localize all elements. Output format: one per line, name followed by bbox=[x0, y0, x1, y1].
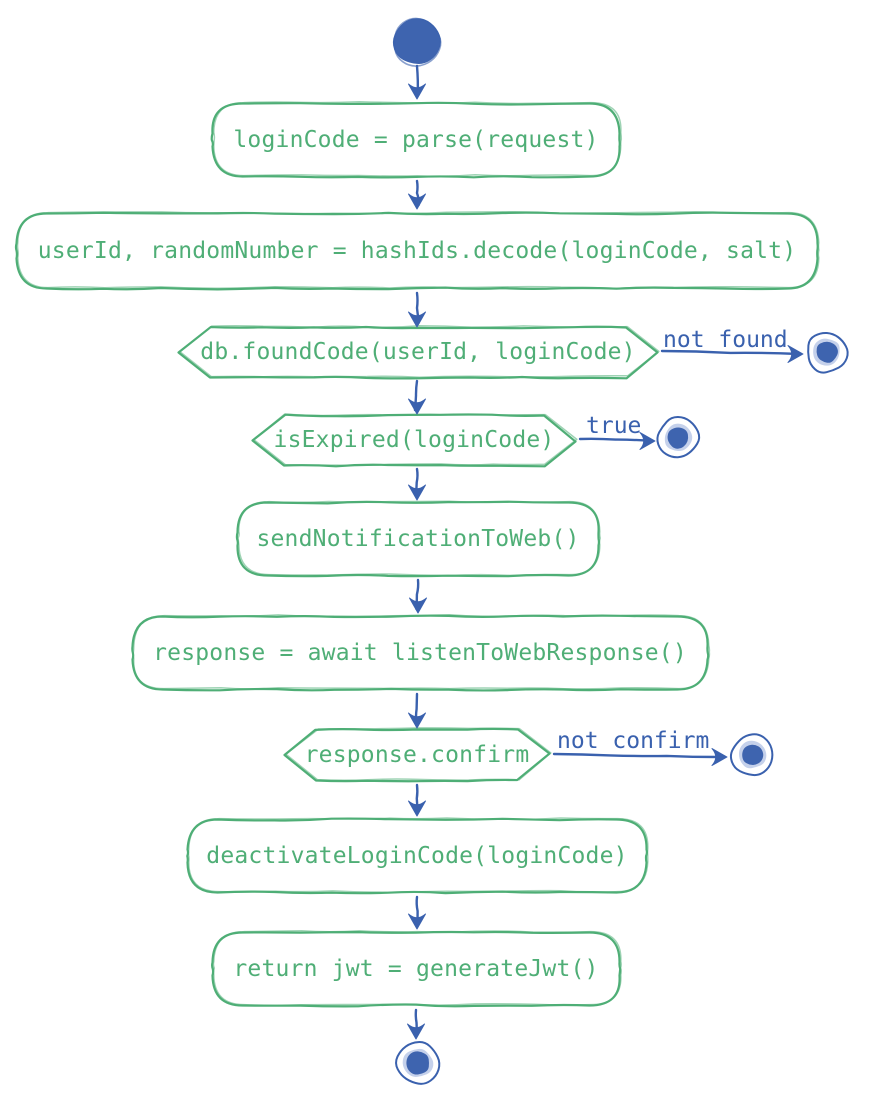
node-label: isExpired(loginCode) bbox=[273, 427, 555, 453]
node-deactivate-login-code: deactivateLoginCode(loginCode) bbox=[185, 817, 649, 895]
node-parse-request: loginCode = parse(request) bbox=[210, 100, 623, 179]
start-node bbox=[392, 17, 442, 67]
node-label: userId, randomNumber = hashIds.decode(lo… bbox=[37, 237, 797, 264]
stop-node-not-confirm bbox=[729, 733, 774, 777]
node-decision-is-expired: isExpired(loginCode) bbox=[250, 413, 578, 468]
node-send-notification: sendNotificationToWeb() bbox=[235, 500, 601, 578]
stop-node-not-found bbox=[807, 331, 849, 374]
node-label: loginCode = parse(request) bbox=[233, 126, 599, 153]
node-label: response.confirm bbox=[304, 741, 530, 768]
node-label: deactivateLoginCode(loginCode) bbox=[206, 842, 628, 869]
stop-node-true bbox=[656, 415, 701, 459]
node-decision-found-code: db.foundCode(userId, loginCode) bbox=[176, 325, 660, 380]
edge-label-not-confirm: not confirm bbox=[557, 728, 709, 754]
node-hashids-decode: userId, randomNumber = hashIds.decode(lo… bbox=[14, 210, 820, 291]
node-await-response: response = await listenToWebResponse() bbox=[130, 614, 711, 692]
edge-label-true: true bbox=[586, 413, 641, 439]
node-label: db.foundCode(userId, loginCode) bbox=[200, 339, 636, 365]
node-return-jwt: return jwt = generateJwt() bbox=[210, 929, 622, 1008]
node-label: response = await listenToWebResponse() bbox=[153, 639, 687, 666]
node-label: return jwt = generateJwt() bbox=[233, 955, 599, 982]
edge-label-not-found: not found bbox=[663, 327, 788, 353]
stop-node-final bbox=[395, 1041, 441, 1085]
node-decision-response-confirm: response.confirm bbox=[282, 727, 552, 783]
node-label: sendNotificationToWeb() bbox=[256, 525, 580, 552]
